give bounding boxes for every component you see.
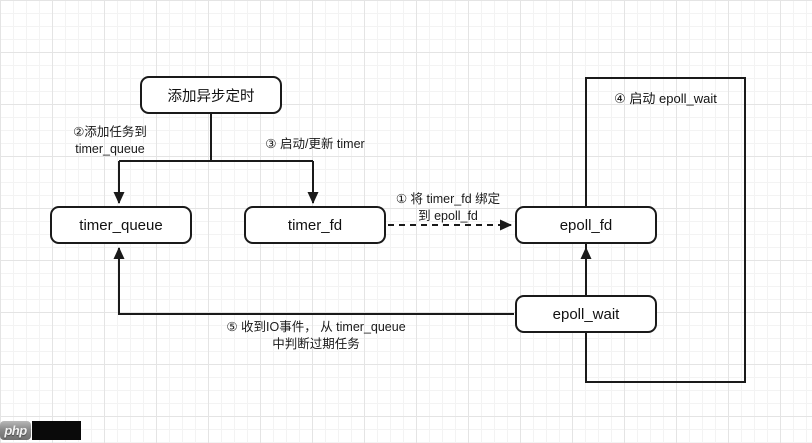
edge-label-step3: ③ 启动/更新 timer [265,137,365,151]
node-add-async-timer-label: 添加异步定时 [167,88,255,105]
node-epoll-wait-label: epoll_wait [552,305,620,323]
node-add-async-timer: 添加异步定时 [140,76,282,114]
epoll-loop-label: ④ 启动 epoll_wait [614,91,717,106]
php-logo: php [0,421,31,440]
node-timer-fd: timer_fd [244,206,386,244]
node-epoll-fd-label: epoll_fd [559,216,613,234]
node-epoll-fd: epoll_fd [515,206,657,244]
edge-label-step2: ②添加任务到 timer_queue [73,125,147,156]
node-timer-queue-label: timer_queue [79,216,163,234]
edge-label-step1: ① 将 timer_fd 绑定 到 epoll_fd [395,192,501,223]
watermark-redacted-bar [32,421,81,440]
edge-label-step5: ⑤ 收到IO事件， 从 timer_queue 中判断过期任务 [226,320,406,351]
edge-epoll-wait-to-timer-queue-arrow [113,247,514,315]
node-timer-queue: timer_queue [50,206,192,244]
node-timer-fd-label: timer_fd [287,216,343,234]
node-epoll-wait: epoll_wait [515,295,657,333]
edge-add-branch [119,114,313,162]
watermark: php [0,421,81,440]
